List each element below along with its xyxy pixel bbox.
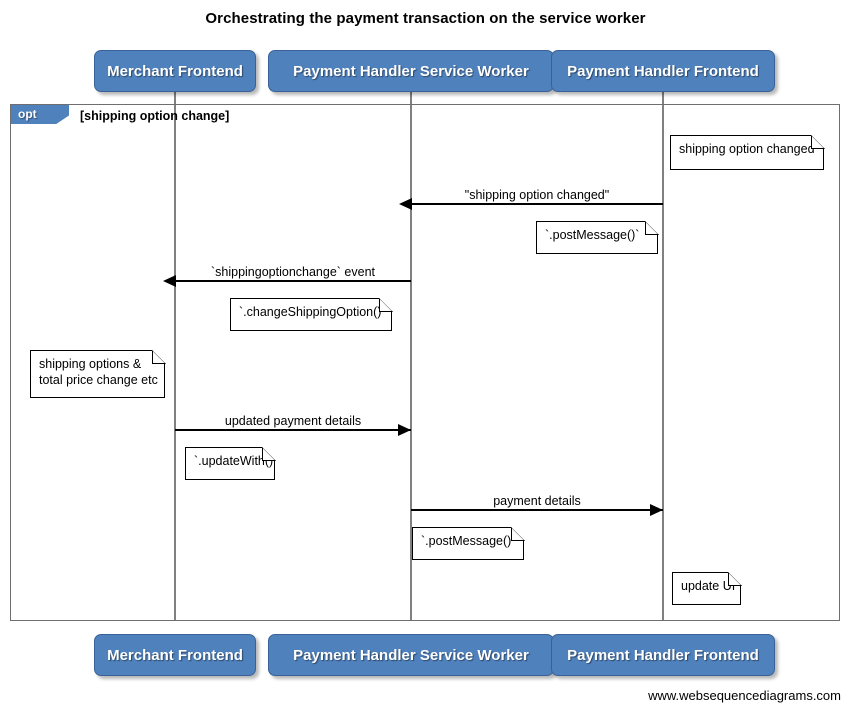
page-title: Orchestrating the payment transaction on…: [205, 10, 646, 27]
note-shipping-options-total: shipping options & total price change et…: [30, 350, 165, 398]
message-label-payment-details: payment details: [493, 494, 581, 508]
message-arrowhead-shippingoptionchange-event: [163, 275, 176, 287]
note-update-with: `.updateWith()`: [185, 447, 275, 480]
message-label-updated-payment-details: updated payment details: [224, 414, 362, 428]
participant-payment-handler-frontend-bottom[interactable]: Payment Handler Frontend: [551, 634, 775, 676]
lifeline-payment-handler-service-worker: [410, 91, 412, 621]
opt-fragment-guard: [shipping option change]: [80, 109, 230, 123]
note-shipping-option-changed: shipping option changed: [670, 135, 824, 170]
participant-label: Merchant Frontend: [107, 646, 243, 664]
participant-label: Payment Handler Frontend: [567, 62, 759, 80]
participant-merchant-frontend-top[interactable]: Merchant Frontend: [94, 50, 256, 92]
participant-label: Payment Handler Service Worker: [293, 646, 529, 664]
message-arrowhead-shipping-option-changed: [399, 198, 412, 210]
message-line-shippingoptionchange-event: [175, 280, 411, 282]
message-label-shipping-option-changed: "shipping option changed": [464, 188, 610, 202]
note-update-ui: update UI: [672, 572, 741, 605]
participant-label: Merchant Frontend: [107, 62, 243, 80]
participant-payment-handler-service-worker-top[interactable]: Payment Handler Service Worker: [268, 50, 554, 92]
message-line-shipping-option-changed: [411, 203, 663, 205]
message-line-updated-payment-details: [175, 429, 411, 431]
participant-payment-handler-service-worker-bottom[interactable]: Payment Handler Service Worker: [268, 634, 554, 676]
opt-fragment-tag: opt: [11, 105, 69, 124]
lifeline-merchant-frontend: [174, 91, 176, 621]
note-post-message-2: `.postMessage()`: [412, 527, 524, 560]
participant-label: Payment Handler Service Worker: [293, 62, 529, 80]
participant-payment-handler-frontend-top[interactable]: Payment Handler Frontend: [551, 50, 775, 92]
participant-label: Payment Handler Frontend: [567, 646, 759, 664]
opt-fragment-frame: [10, 104, 840, 621]
message-label-shippingoptionchange-event: `shippingoptionchange` event: [210, 265, 375, 279]
lifeline-payment-handler-frontend: [662, 91, 664, 621]
message-arrowhead-updated-payment-details: [398, 424, 411, 436]
note-post-message-1: `.postMessage()`: [536, 221, 658, 254]
participant-merchant-frontend-bottom[interactable]: Merchant Frontend: [94, 634, 256, 676]
footer-watermark: www.websequencediagrams.com: [648, 688, 841, 703]
note-change-shipping-option: `.changeShippingOption()`: [230, 298, 392, 331]
message-line-payment-details: [411, 509, 663, 511]
message-arrowhead-payment-details: [650, 504, 663, 516]
